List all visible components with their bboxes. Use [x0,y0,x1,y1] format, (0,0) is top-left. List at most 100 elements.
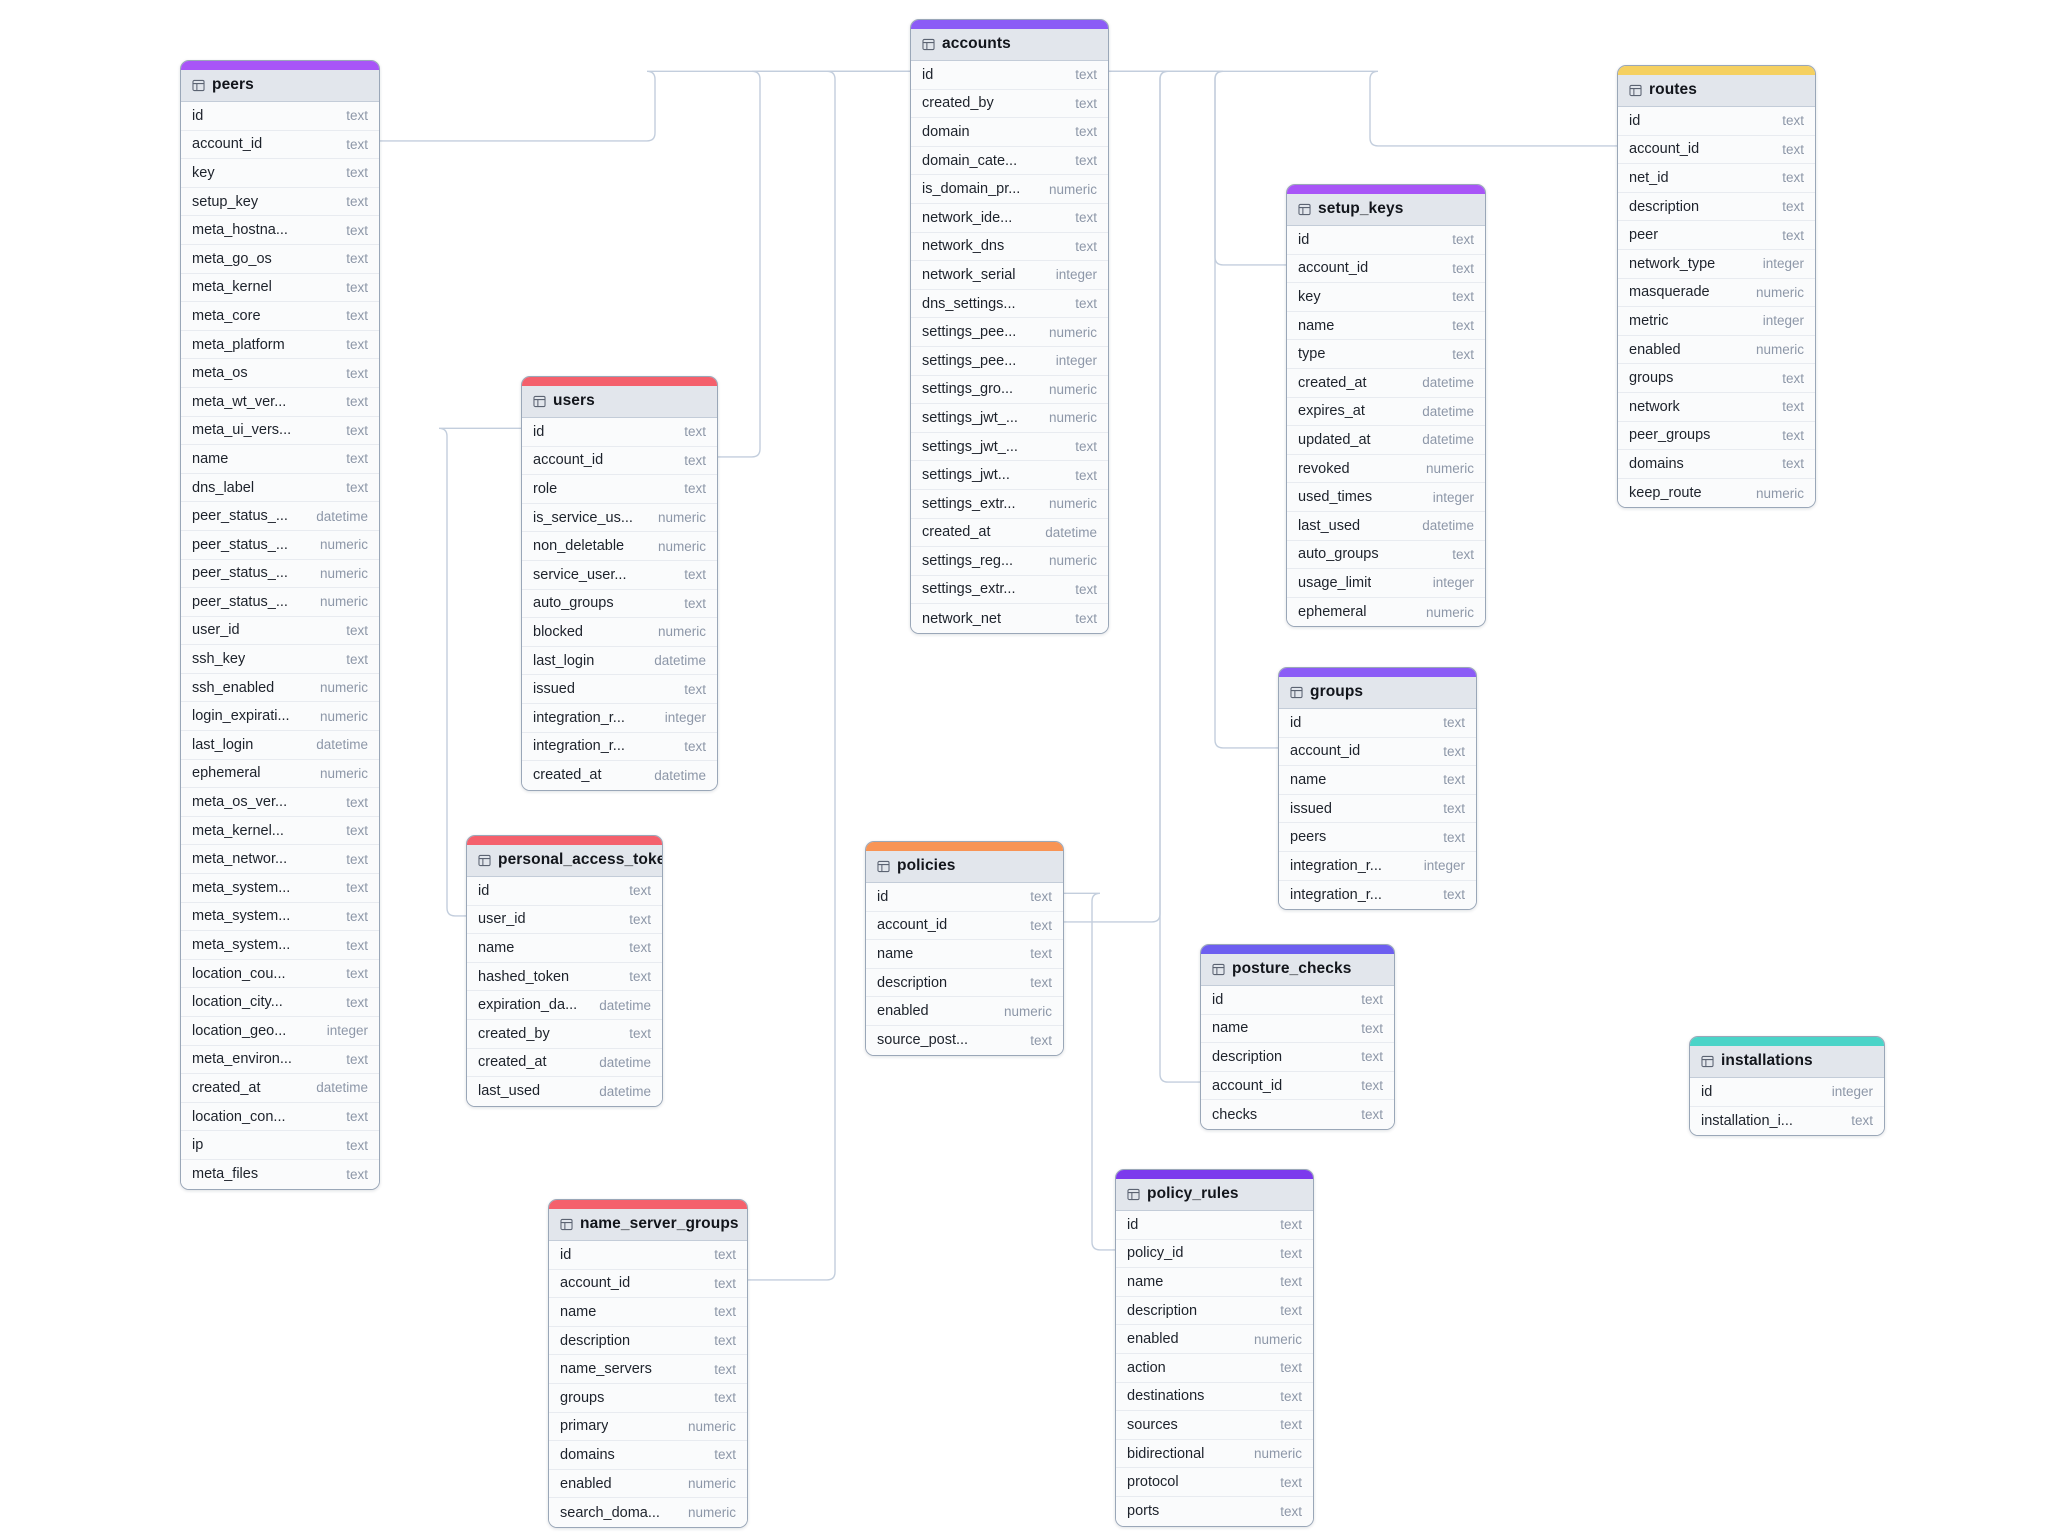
field-row[interactable]: location_geo...integer [181,1017,379,1046]
table-header[interactable]: policies [866,851,1063,883]
table-header[interactable]: setup_keys [1287,194,1485,226]
field-row[interactable]: settings_jwt_...numeric [911,404,1108,433]
field-row[interactable]: meta_environ...text [181,1045,379,1075]
field-row[interactable]: settings_pee...numeric [911,318,1108,347]
field-row[interactable]: location_city...text [181,988,379,1017]
field-row[interactable]: meta_system...text [181,931,379,960]
field-row[interactable]: login_expirati...numeric [181,702,379,732]
field-row[interactable]: location_cou...text [181,959,379,989]
field-row[interactable]: integration_r...integer [1279,851,1476,881]
field-row[interactable]: settings_jwt_...text [911,432,1108,462]
field-row[interactable]: dns_settings...text [911,289,1108,319]
field-row[interactable]: peer_status_...numeric [181,530,379,560]
field-row[interactable]: settings_reg...numeric [911,547,1108,576]
field-row[interactable]: settings_pee...integer [911,346,1108,376]
table-header[interactable]: name_server_groups [549,1209,747,1241]
table-header[interactable]: personal_access_tokens [467,845,662,877]
field-row[interactable]: meta_ui_vers...text [181,416,379,446]
field-row[interactable]: domain_cate...text [911,146,1108,176]
field-row[interactable]: settings_extr...numeric [911,489,1108,519]
table-header[interactable]: posture_checks [1201,954,1394,986]
field-row[interactable]: integration_r...text [522,732,717,762]
field-row[interactable]: peer_status_...numeric [181,588,379,617]
table-header[interactable]: users [522,386,717,418]
table-header[interactable]: policy_rules [1116,1179,1313,1211]
field-row[interactable]: meta_system...text [181,902,379,932]
field-row[interactable]: meta_wt_ver...text [181,387,379,417]
field-row[interactable]: is_domain_pr...numeric [911,175,1108,204]
field-row[interactable]: source_post...text [866,1025,1063,1055]
